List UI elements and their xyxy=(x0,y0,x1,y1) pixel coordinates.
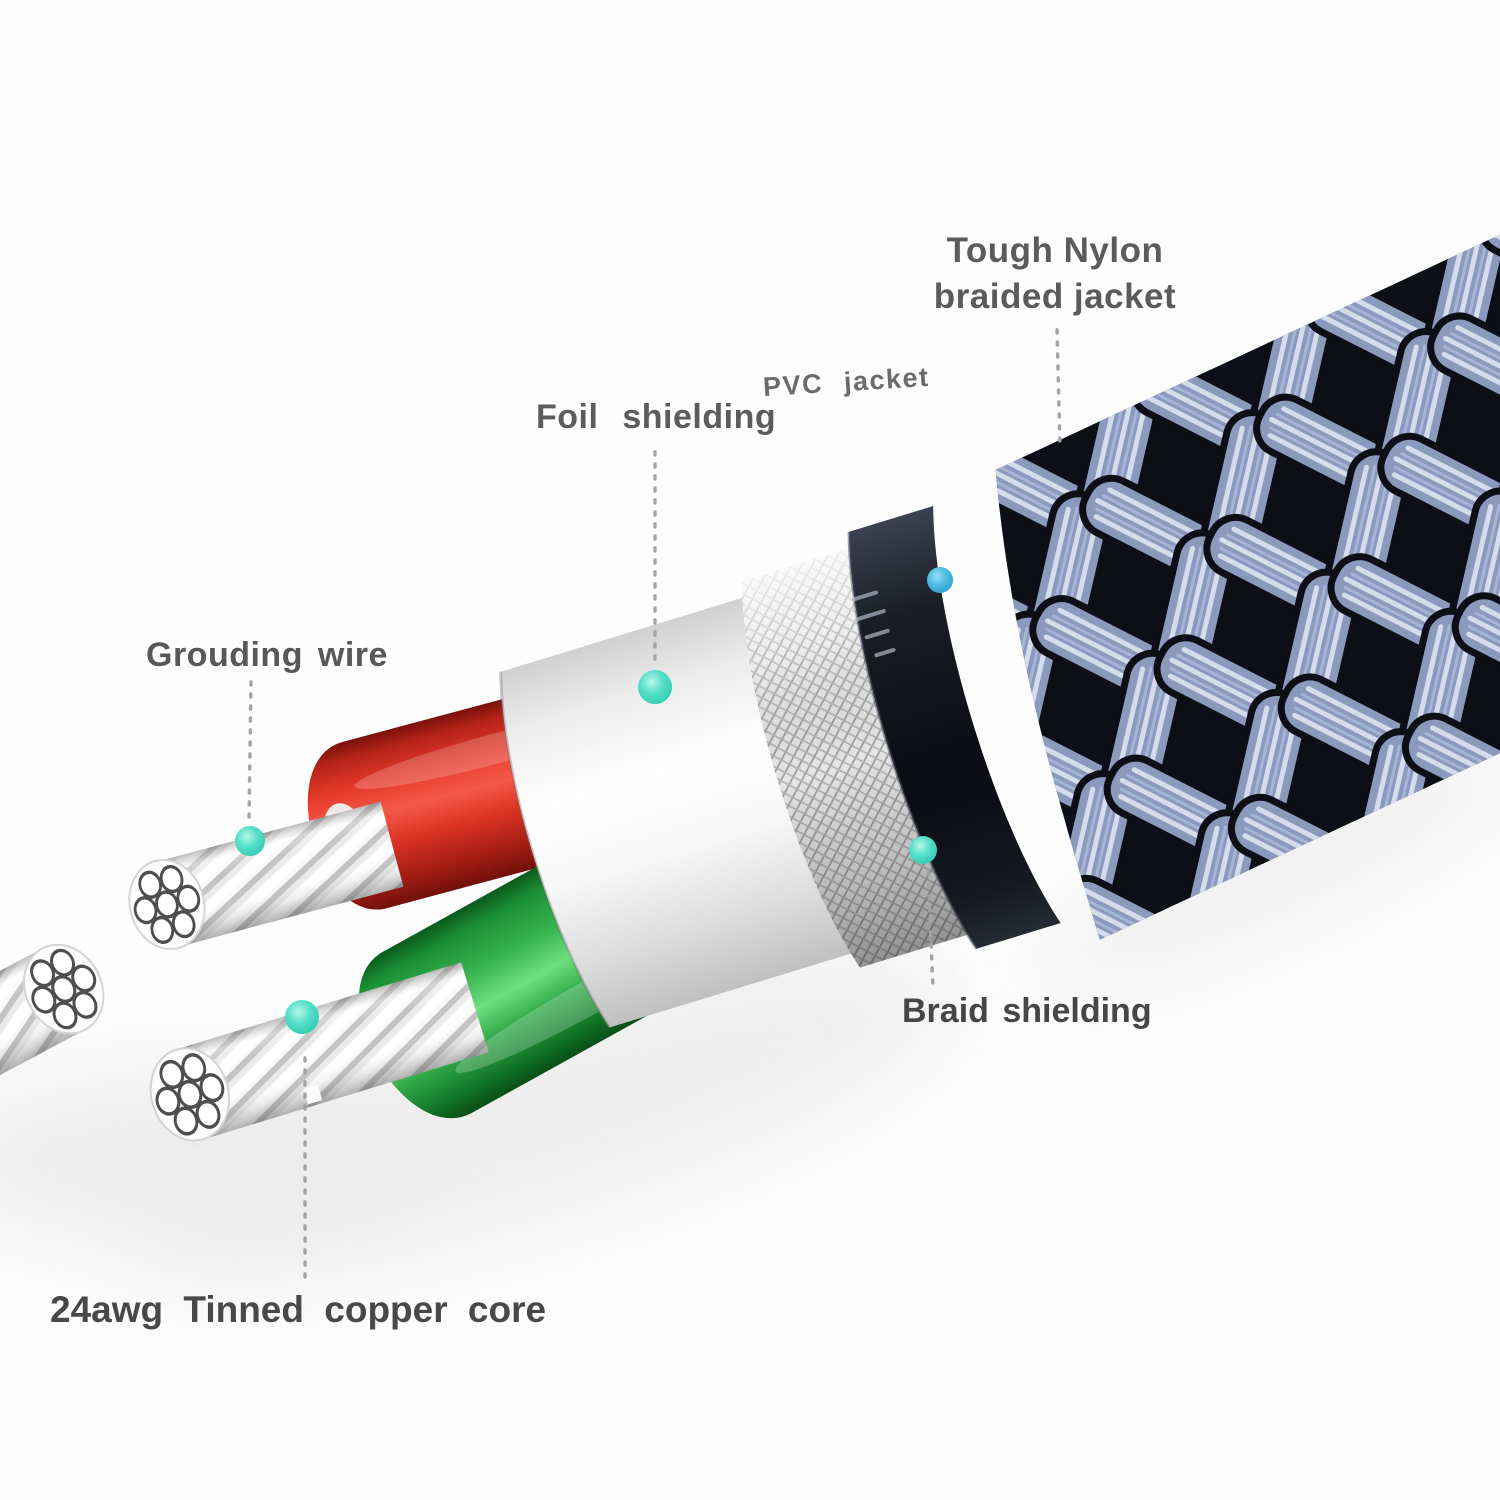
leader-braid-shielding-line xyxy=(926,870,935,990)
leader-lines xyxy=(247,328,1062,1287)
braided-jacket xyxy=(901,187,1500,940)
label-foil-shielding: Foil shielding xyxy=(536,398,777,436)
marker-foil-shielding-dot xyxy=(638,670,672,704)
label-copper-core: 24awg Tinned copper core xyxy=(50,1289,547,1330)
marker-braid-shielding-dot xyxy=(909,836,937,864)
marker-grounding-wire-dot xyxy=(235,826,265,856)
grounding-wire-strand xyxy=(117,801,404,960)
label-tough-nylon-line1: Tough Nylon xyxy=(946,231,1164,270)
tinned-copper-core-strand xyxy=(137,962,489,1153)
pvc-jacket-ring xyxy=(847,506,1061,950)
label-grounding-wire: Grouding wire xyxy=(146,636,388,674)
pvc-print-marks xyxy=(851,590,896,658)
copper-strand-left xyxy=(0,929,121,1153)
foil-shielding-layer xyxy=(499,594,862,1029)
soft-shadows xyxy=(0,740,1500,1276)
marker-pvc-jacket-dot xyxy=(927,567,953,593)
leader-grounding-wire-line xyxy=(247,680,253,822)
label-tough-nylon-braided-jacket: Tough Nylon braided jacket xyxy=(915,228,1195,320)
label-tough-nylon-line2: braided jacket xyxy=(933,277,1177,317)
label-braid-shielding: Braid shielding xyxy=(902,992,1152,1030)
marker-dots xyxy=(235,567,953,1034)
marker-copper-core-dot xyxy=(285,1000,319,1034)
leader-tough-nylon-line xyxy=(1055,328,1062,449)
